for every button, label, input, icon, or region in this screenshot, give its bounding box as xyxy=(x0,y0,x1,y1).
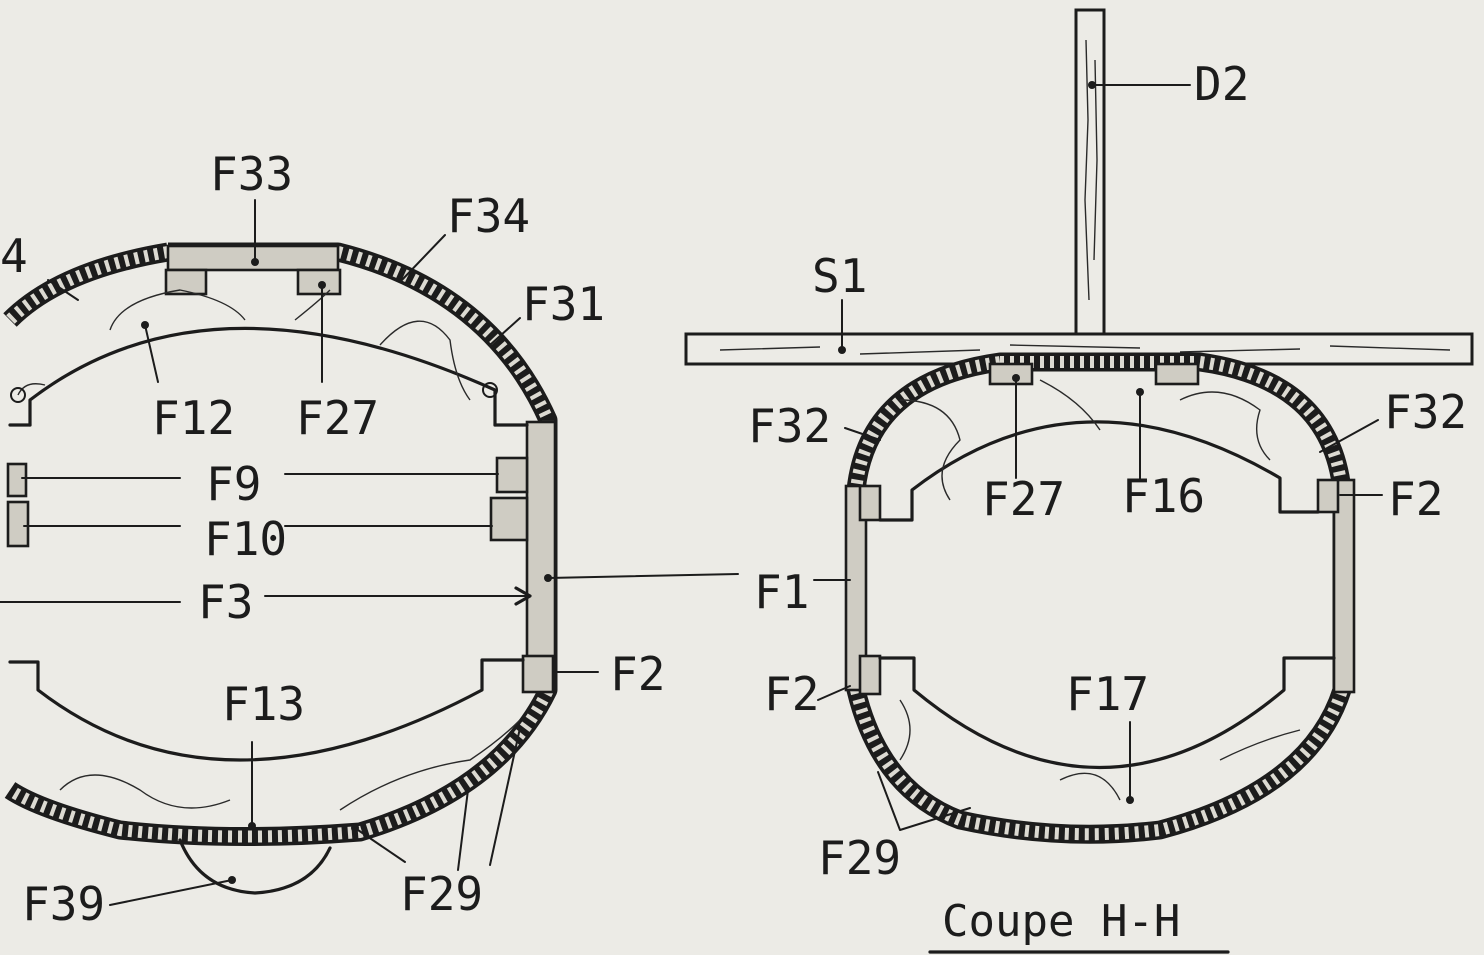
plank-s1-grain xyxy=(719,344,1451,355)
leaders-right xyxy=(813,84,1383,831)
block-f9-right xyxy=(495,456,529,494)
block-f33 xyxy=(166,244,340,272)
label-f12: F12 xyxy=(152,391,235,445)
right-shell-texture xyxy=(850,356,1348,841)
pin-left-a xyxy=(10,387,26,403)
block-f2-right-bottom-left xyxy=(858,654,882,696)
section-caption: Coupe H-H xyxy=(942,896,1180,947)
label-f34: F34 xyxy=(447,189,530,243)
block-f10-right xyxy=(489,496,529,542)
panel-f1-left xyxy=(525,420,557,692)
label-f1: F1 xyxy=(754,565,809,619)
block-f2-right-top-right xyxy=(1316,478,1340,514)
block-f27-left-a xyxy=(164,268,208,296)
block-f9-left xyxy=(6,462,28,498)
label-f9: F9 xyxy=(206,457,261,511)
inner-lower-arch-right xyxy=(878,656,1336,770)
label-f17: F17 xyxy=(1066,667,1149,721)
leader-dots-right xyxy=(838,81,1144,804)
arrowhead-f3 xyxy=(514,586,532,606)
block-f2-left xyxy=(521,654,555,694)
pin-left-b xyxy=(482,382,498,398)
block-f27-left-b xyxy=(296,268,342,296)
inner-upper-arch xyxy=(28,326,497,427)
label-f32-left: F32 xyxy=(748,399,831,453)
label-f39: F39 xyxy=(22,877,105,931)
label-f3: F3 xyxy=(198,575,253,629)
label-f13: F13 xyxy=(222,677,305,731)
label-f29-right: F29 xyxy=(818,831,901,885)
label-d2: D2 xyxy=(1194,57,1249,111)
label-f27-left: F27 xyxy=(296,391,379,445)
left-outer-shell-left xyxy=(3,242,170,327)
label-f2-left: F2 xyxy=(610,647,665,701)
leaders-left xyxy=(0,199,739,906)
inner-lower-arch xyxy=(8,658,525,762)
label-f27-right: F27 xyxy=(982,472,1065,526)
left-cross-section: 4 F33 F34 F31 F12 F27 F9 F10 F3 F2 F13 F… xyxy=(0,147,739,931)
label-f10: F10 xyxy=(204,512,287,566)
panel-right-left xyxy=(844,484,868,692)
post-d2 xyxy=(1074,8,1106,340)
block-f10-left xyxy=(6,500,30,548)
right-outer-shell xyxy=(846,352,1352,844)
left-foam-squiggles xyxy=(17,289,521,811)
label-f32-right: F32 xyxy=(1384,385,1467,439)
block-f2-right-top-left xyxy=(858,484,882,522)
block-f27-right-a xyxy=(988,362,1034,386)
label-f2-right-bottom: F2 xyxy=(764,667,819,721)
label-f16: F16 xyxy=(1122,469,1205,523)
panel-right-right xyxy=(1332,478,1356,694)
post-d2-grain xyxy=(1084,39,1098,301)
label-f33: F33 xyxy=(210,147,293,201)
label-f2-right-top: F2 xyxy=(1388,472,1443,526)
label-partial-left: 4 xyxy=(0,229,28,283)
block-f27-right-b xyxy=(1154,362,1200,386)
inner-upper-arch-right xyxy=(878,420,1320,522)
right-foam-squiggles xyxy=(899,379,1301,801)
right-cross-section: D2 S1 F32 F32 F27 F16 F2 F1 F2 F17 F29 C… xyxy=(684,8,1474,954)
bulge-f39 xyxy=(178,838,332,895)
label-f31: F31 xyxy=(522,277,605,331)
leader-dots-left xyxy=(141,258,552,884)
label-f29-left: F29 xyxy=(400,867,483,921)
label-s1: S1 xyxy=(812,249,867,303)
left-shell-texture xyxy=(6,246,554,843)
